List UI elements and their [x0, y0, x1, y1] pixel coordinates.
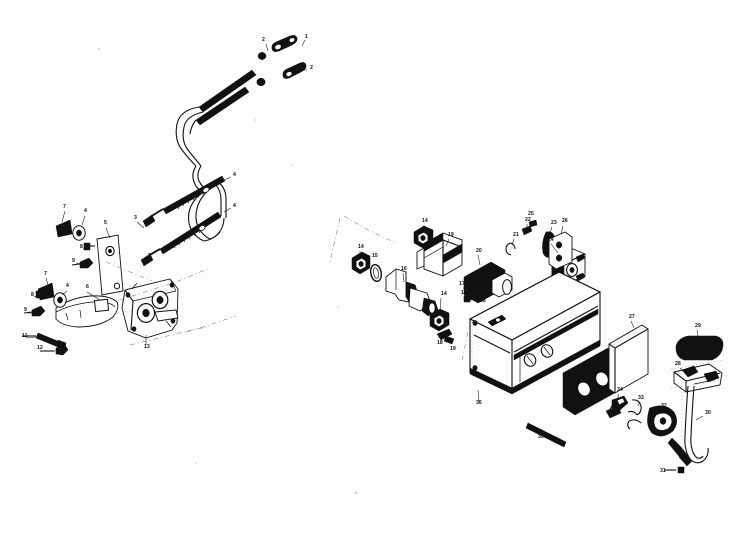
callout-32: 32: [661, 403, 667, 409]
callout-28: 28: [675, 361, 681, 367]
part-clamp-half-b: [627, 419, 642, 430]
part-cone-spacer-upper: [55, 219, 73, 238]
part-clamp-collar: [647, 405, 677, 437]
callout-5: 5: [104, 220, 107, 226]
part-hex-body: [416, 232, 463, 277]
callout-33: 33: [638, 395, 644, 401]
callout-21: 21: [513, 232, 519, 238]
callout-3b: 3: [148, 253, 151, 259]
callout-26: 26: [562, 218, 568, 224]
callout-14c: 14: [441, 291, 447, 297]
part-cable-lower: [140, 211, 222, 267]
callout-4c: 4: [84, 208, 87, 214]
callout-18a: 18: [480, 298, 486, 304]
part-link-rod-lower: [282, 62, 307, 79]
part-pedal-bracket: [670, 359, 725, 393]
callout-14a: 14: [358, 244, 364, 250]
callout-9a: 9: [72, 258, 75, 264]
callout-17a: 17: [459, 281, 465, 287]
part-nut-upper: [71, 257, 94, 269]
part-mounting-plate: [96, 234, 124, 296]
part-bracket-clip: [463, 287, 469, 297]
callout-20: 20: [476, 248, 482, 254]
part-tank-housing: [469, 271, 601, 395]
callout-8a: 8: [80, 244, 83, 250]
callout-1: 1: [305, 34, 308, 40]
callout-24: 24: [548, 237, 554, 243]
part-clamp-bracket: [605, 395, 629, 419]
callout-19b: 19: [461, 290, 467, 296]
callout-31: 31: [660, 468, 666, 474]
part-bolt-small-b: [436, 328, 455, 345]
part-cylinder-body: [463, 261, 513, 304]
callout-19a: 19: [448, 232, 454, 238]
callout-34: 34: [617, 387, 623, 393]
callout-29: 29: [695, 323, 701, 329]
callout-11: 11: [22, 333, 28, 339]
scan-artifacts: [98, 48, 357, 494]
part-pedal-foot: [664, 437, 693, 474]
part-cover-pad: [548, 231, 573, 270]
part-clip-retainer: [505, 242, 516, 256]
callout-36: 36: [476, 400, 482, 406]
part-pin-small: [528, 219, 538, 228]
callout-25: 25: [528, 211, 534, 217]
leader-lines: [25, 39, 704, 436]
callout-7b: 7: [44, 271, 47, 277]
part-cam-lever: [55, 295, 119, 328]
part-valve-spool: [385, 268, 439, 317]
callout-numbers: 1 2 2 4 4 3 3 7 4 5 8 9 7 4 6 8 9 11 12 …: [22, 34, 711, 474]
callout-6: 6: [86, 284, 89, 290]
part-coupling-nut-a: [351, 251, 371, 275]
alignment-guides: [105, 215, 469, 361]
part-tie-rod: [525, 422, 567, 448]
part-pedal-arm: [681, 385, 709, 464]
callout-12: 12: [37, 345, 43, 351]
callout-19c: 19: [450, 346, 456, 352]
callout-30: 30: [705, 410, 711, 416]
callout-16: 16: [401, 266, 407, 272]
part-pivot-bolt-upper: [83, 242, 95, 251]
part-side-panel: [608, 324, 649, 394]
part-clamp-half-a: [627, 399, 642, 416]
callout-4a: 4: [233, 172, 236, 178]
callout-7a: 7: [63, 204, 66, 210]
part-cable-upper: [142, 175, 226, 228]
callout-9b: 9: [24, 307, 27, 313]
callout-2b: 2: [310, 65, 313, 71]
callout-23: 23: [551, 220, 557, 226]
callout-8b: 8: [31, 292, 34, 298]
callout-18b: 18: [437, 340, 443, 346]
part-bolt-small-a: [463, 295, 482, 303]
callout-2a: 2: [262, 37, 265, 43]
callout-3a: 3: [134, 215, 137, 221]
part-pivot-bolt-lower: [35, 290, 48, 299]
callout-4d: 4: [66, 283, 69, 289]
part-pedal-pad: [675, 335, 724, 361]
part-o-ring: [369, 263, 383, 283]
part-nut-lower: [23, 305, 46, 317]
part-coupling-nut-c: [429, 308, 450, 332]
callout-13: 13: [144, 344, 150, 350]
callout-14b: 14: [422, 218, 428, 224]
part-washer-lower: [53, 292, 67, 308]
part-link-rod-upper: [271, 35, 298, 52]
callout-22: 22: [525, 217, 531, 223]
pivot-balls-upper: [256, 52, 267, 87]
part-washer-upper: [72, 225, 86, 241]
callout-35: 35: [538, 434, 544, 440]
part-dark-face-plate: [562, 347, 621, 416]
callout-4b: 4: [233, 203, 236, 209]
part-spring-pin: [521, 225, 533, 236]
callout-27: 27: [629, 314, 635, 320]
callout-15: 15: [372, 253, 378, 259]
